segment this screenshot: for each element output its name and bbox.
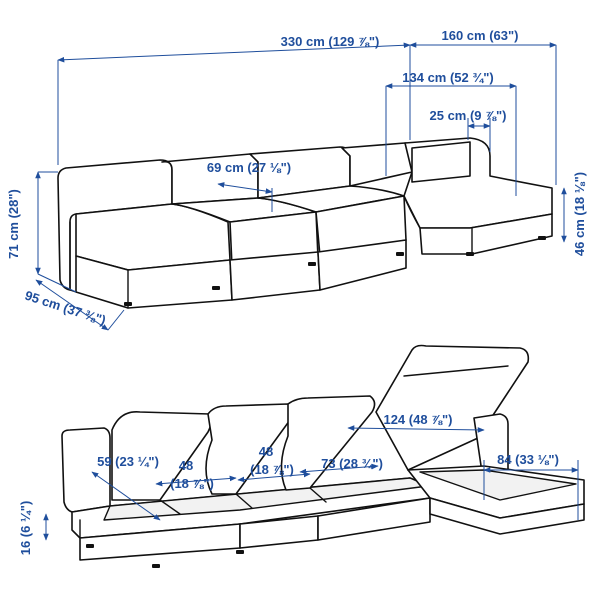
chaise-depth-label: 134 cm (52 ¾") (402, 70, 493, 85)
storage-width-a-inch: (18 ⅞") (170, 476, 214, 491)
height-label: 71 cm (28") (6, 189, 21, 259)
storage-width-a-value: 48 (179, 458, 193, 473)
armrest-width-label: 25 cm (9 ⅞") (430, 108, 507, 123)
seat-height-label: 46 cm (18 ⅛") (572, 172, 587, 256)
bottom-dimension-lines (43, 425, 579, 541)
storage-width-b-inch: (18 ⅞") (250, 462, 294, 477)
seat-width-label: 69 cm (27 ⅛") (207, 160, 291, 175)
storage-height-label: 16 (6 ¼") (18, 501, 33, 556)
storage-width-c-label: 73 (28 ¾") (321, 456, 383, 471)
storage-width-b-value: 48 (259, 444, 273, 459)
chaise-width-label: 160 cm (63") (442, 28, 519, 43)
storage-depth-label: 59 (23 ¼") (97, 454, 159, 469)
total-width-label: 330 cm (129 ⅞") (281, 34, 380, 49)
chaise-storage-length-label: 124 (48 ⅞") (383, 412, 452, 427)
chaise-storage-width-label: 84 (33 ⅛") (497, 452, 559, 467)
sofa-top-illustration (57, 137, 553, 309)
top-dimension-lines (35, 42, 567, 331)
